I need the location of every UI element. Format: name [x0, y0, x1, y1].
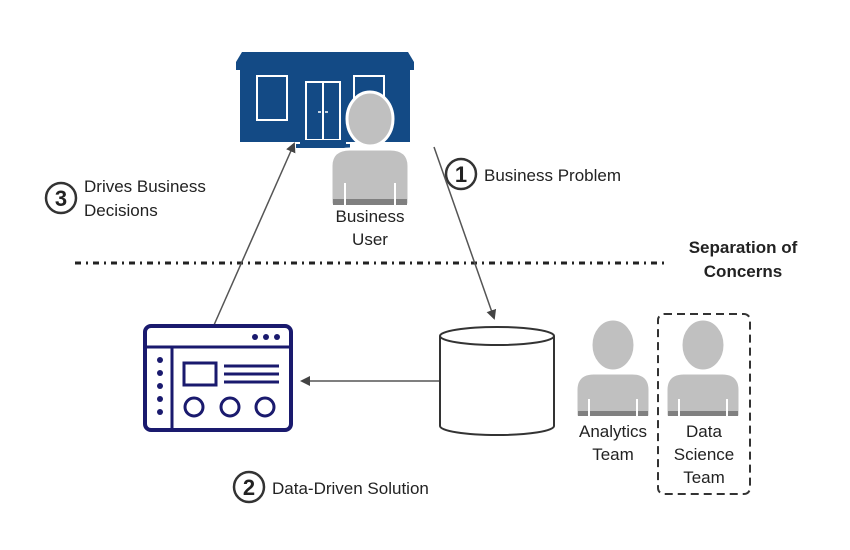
step3-label-line2: Decisions	[84, 201, 158, 220]
analytics-team-label-line2: Team	[592, 445, 634, 464]
separation-label-line1: Separation of	[689, 238, 798, 257]
data-science-team-box	[657, 313, 751, 495]
business-user-label-line1: Business	[336, 207, 405, 226]
step3-badge: 3	[44, 181, 78, 215]
business-user-person-icon	[329, 90, 411, 207]
arrow-business-problem	[433, 146, 497, 320]
analytics-team-label-line1: Analytics	[579, 422, 647, 441]
step3-number: 3	[55, 186, 67, 211]
business-user-label-line2: User	[352, 230, 388, 249]
database-icon	[439, 326, 555, 436]
dashboard-icon	[143, 324, 293, 432]
step3-label-line1: Drives Business	[84, 177, 206, 196]
data-science-team-label-line1: Data	[686, 422, 722, 441]
analytics-team-person-icon	[574, 317, 652, 419]
step2-badge: 2	[232, 470, 266, 504]
step1-label: Business Problem	[484, 166, 621, 185]
separation-label-line2: Concerns	[704, 262, 782, 281]
step1-badge: 1	[444, 157, 478, 191]
step2-number: 2	[243, 475, 255, 500]
data-science-team-person-icon	[664, 317, 742, 419]
arrow-drives-decisions	[213, 142, 296, 326]
step1-number: 1	[455, 162, 467, 187]
data-science-team-label-line2: Science	[674, 445, 734, 464]
data-science-team-label-line3: Team	[683, 468, 725, 487]
step2-label: Data-Driven Solution	[272, 479, 429, 498]
